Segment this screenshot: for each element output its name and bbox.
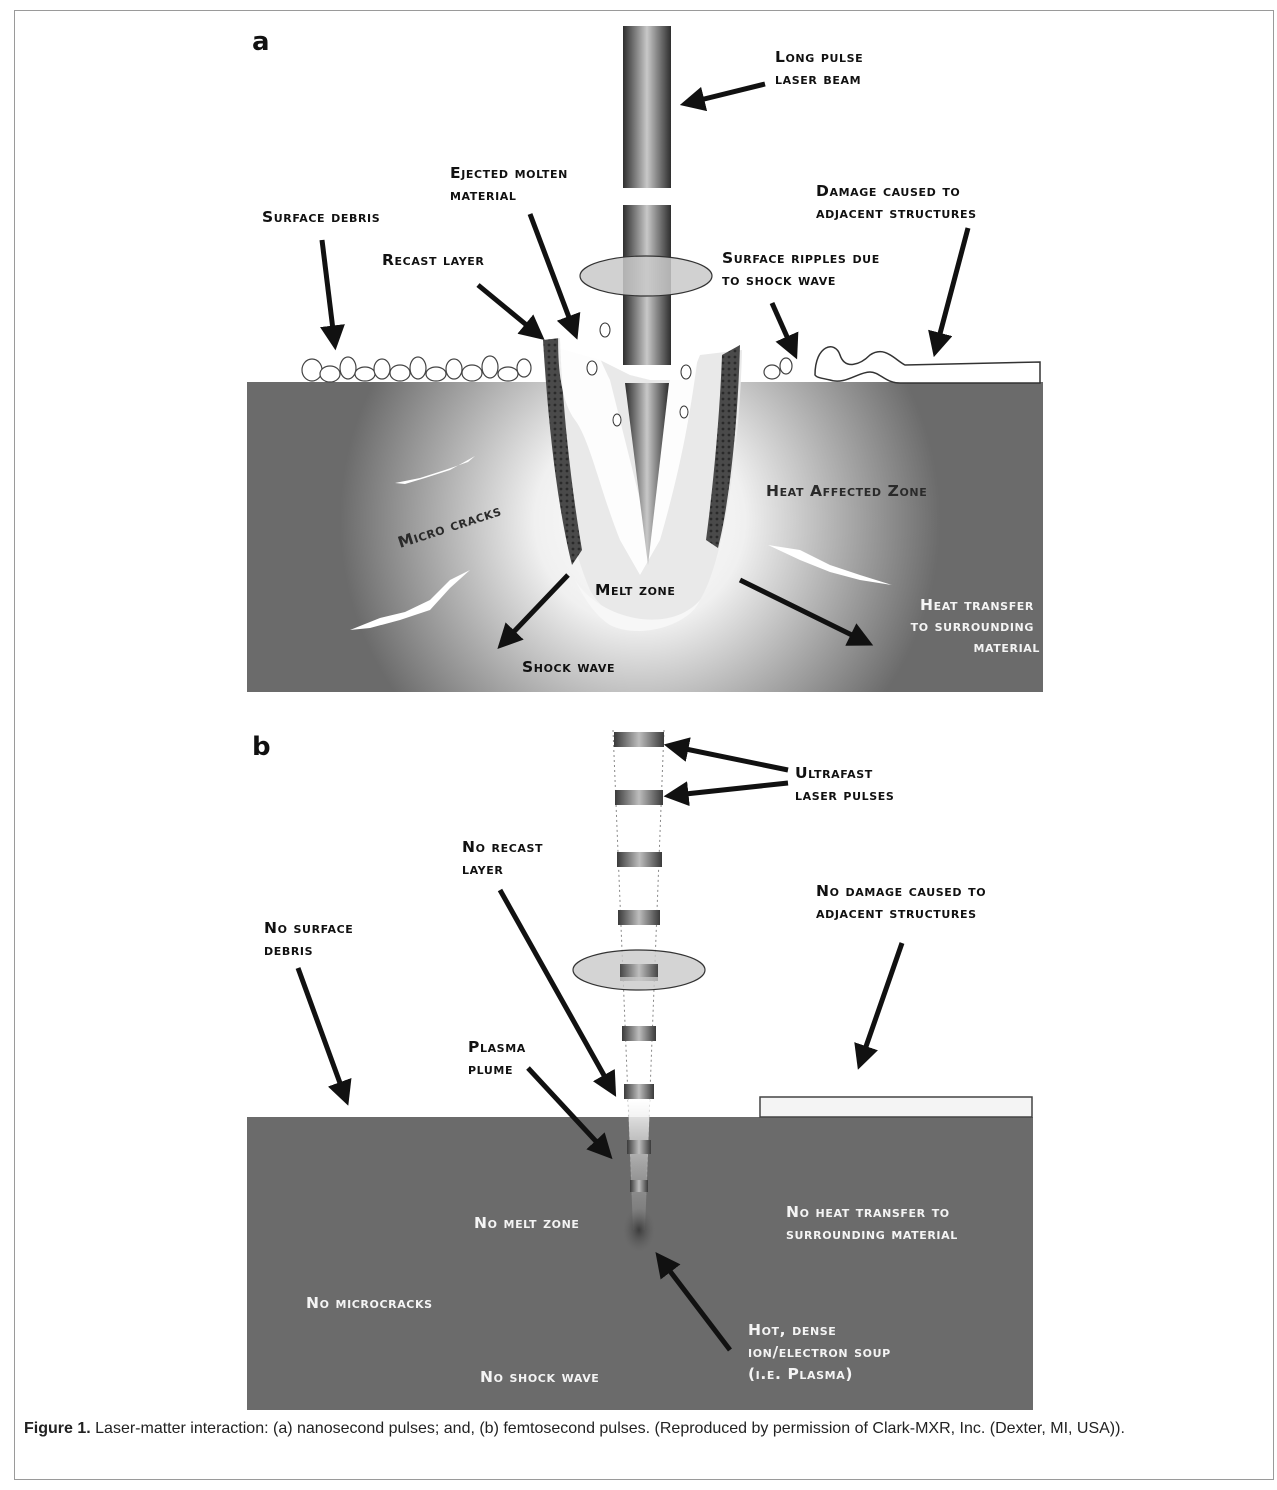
arrows-panel-a (319, 81, 971, 650)
plasma-plume (628, 1100, 650, 1230)
surface-debris (301, 355, 793, 383)
micro-crack-3 (768, 545, 892, 585)
molten-droplets (586, 322, 692, 427)
label-ultrafast-pulses: Ultrafast laser pulses (795, 764, 894, 804)
label-no-shock-wave: No shock wave (480, 1368, 599, 1386)
panel-a: a (247, 26, 1043, 692)
label-shock-wave: Shock wave (522, 658, 615, 676)
recast-layer-right (706, 345, 740, 548)
panel-a-letter: a (252, 27, 270, 57)
figure-frame (14, 10, 1274, 1480)
label-ejected-molten: Ejected molten material (450, 164, 574, 204)
caption-label: Figure 1. (24, 1420, 91, 1437)
micro-crack-2 (350, 570, 470, 630)
label-no-recast: No recast layer (462, 838, 549, 878)
label-no-melt-zone: No melt zone (474, 1214, 580, 1232)
caption-text: Laser-matter interaction: (a) nanosecond… (95, 1420, 1125, 1437)
plasma-soup (623, 1208, 655, 1252)
damaged-structure (814, 346, 1041, 384)
label-heat-transfer: Heat transfer to surrounding material (911, 596, 1040, 656)
label-damage-adjacent: Damage caused to adjacent structures (816, 182, 977, 222)
label-plasma-plume: Plasma plume (468, 1038, 532, 1078)
figure-caption: Figure 1. Laser-matter interaction: (a) … (24, 1418, 1264, 1439)
label-no-surface-debris: No surface debris (264, 919, 359, 959)
focusing-lens-a (579, 255, 713, 297)
recast-layer-left (543, 338, 582, 565)
arrows-panel-b (295, 737, 905, 1352)
label-surface-debris: Surface debris (262, 208, 380, 226)
label-no-damage: No damage caused to adjacent structures (816, 882, 992, 922)
panel-b-letter: b (252, 732, 271, 762)
labels-panel-b: Ultrafast laser pulses No recast layer N… (264, 764, 992, 1386)
label-no-microcracks: No microcracks (306, 1294, 433, 1312)
panel-b: b (247, 729, 1033, 1410)
label-melt-zone: Melt zone (595, 581, 675, 599)
label-heat-affected-zone: Heat Affected Zone (766, 482, 927, 500)
label-surface-ripples: Surface ripples due to shock wave (722, 249, 886, 289)
label-long-pulse: Long pulse laser beam (775, 48, 869, 88)
label-hot-dense: Hot, dense ion/electron soup (i.e. Plasm… (748, 1321, 897, 1383)
figure-diagram: a (247, 26, 1043, 1410)
adjacent-structure-b (759, 1096, 1033, 1118)
label-recast-layer: Recast layer (382, 251, 484, 269)
label-no-heat-transfer: No heat transfer to surrounding material (786, 1203, 958, 1243)
